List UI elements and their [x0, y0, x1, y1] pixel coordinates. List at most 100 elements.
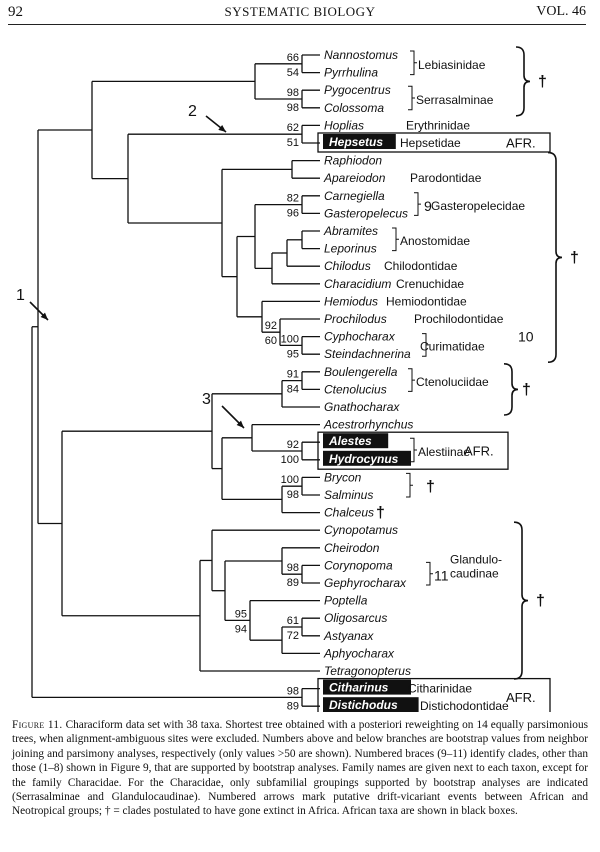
african-taxon-box	[323, 697, 419, 712]
figure-label: Figure 11.	[12, 719, 63, 731]
taxon-label: Abramites	[323, 224, 378, 238]
family-label: Hepsetidae	[400, 136, 461, 150]
brace	[406, 472, 413, 498]
family-label: Crenuchidae	[396, 277, 464, 291]
bootstrap-lower: 95	[287, 348, 299, 360]
taxon-label: Leporinus	[324, 242, 377, 256]
bootstrap-upper: 91	[287, 369, 299, 381]
family-label: Alestiinae	[418, 445, 470, 459]
bootstrap-lower: 96	[287, 208, 299, 220]
arrow-number: 2	[188, 103, 197, 120]
bootstrap-upper: 92	[265, 320, 277, 332]
page-number: 92	[8, 4, 23, 20]
afr-box	[317, 132, 551, 153]
bootstrap-lower: 94	[235, 623, 247, 635]
taxon-label: Alestes	[328, 434, 372, 448]
bootstrap-upper: 95	[235, 608, 247, 620]
bootstrap-lower: 98	[287, 489, 299, 501]
brace	[426, 561, 433, 586]
arrow-head	[236, 420, 244, 428]
taxon-label: Boulengerella	[324, 365, 398, 379]
brace	[408, 85, 415, 111]
brace-lebias	[515, 46, 531, 117]
afr-label: AFR.	[464, 444, 494, 459]
brace	[410, 50, 417, 76]
taxon-label: Gnathocharax	[324, 400, 400, 414]
taxon-label: Brycon	[324, 470, 362, 484]
taxon-label: Colossoma	[324, 101, 384, 115]
figure-caption: Figure 11. Characiform data set with 38 …	[12, 718, 588, 819]
taxon-label: Salminus	[324, 488, 373, 502]
taxon-label: Cynopotamus	[324, 523, 398, 537]
afr-label: AFR.	[506, 690, 536, 705]
taxon-label: Prochilodus	[324, 312, 387, 326]
family-label: Parodontidae	[410, 171, 482, 185]
african-taxon-box	[323, 679, 411, 695]
bootstrap-lower: 98	[287, 102, 299, 114]
volume-label: VOL. 46	[536, 4, 586, 19]
arrow-number: 1	[16, 287, 25, 304]
taxon-label: Carnegiella	[324, 189, 385, 203]
taxon-label: Tetragonopterus	[324, 664, 411, 678]
family-label: Distichodontidae	[420, 699, 509, 712]
taxon-label: Chilodus	[324, 259, 371, 273]
arrow-head	[218, 124, 226, 132]
brace-glandulo	[513, 521, 529, 680]
bootstrap-upper: 92	[287, 439, 299, 451]
taxon-label: Oligosarcus	[324, 611, 387, 625]
extinct-dagger: †	[426, 478, 435, 495]
african-taxon-box	[323, 134, 396, 149]
bootstrap-upper: 66	[287, 52, 299, 64]
family-label: Chilodontidae	[384, 259, 458, 273]
family-label: Erythrinidae	[406, 118, 470, 132]
arrow-head	[40, 312, 48, 320]
taxon-label: Characidium	[324, 277, 391, 291]
brace-big	[547, 151, 563, 363]
extinct-dagger: †	[570, 249, 579, 266]
bootstrap-upper: 61	[287, 615, 299, 627]
taxon-label: Cheirodon	[324, 541, 380, 555]
family-label: Gasteropelecidae	[431, 199, 525, 213]
taxon-label: Chalceus	[324, 506, 374, 520]
family-label: Citharinidae	[408, 682, 472, 696]
brace	[408, 368, 415, 392]
taxon-label: Aphyocharax	[323, 646, 395, 660]
clade-number: 10	[518, 329, 534, 345]
family-label: Prochilodontidae	[414, 312, 504, 326]
brace	[422, 333, 429, 357]
taxon-label: Hoplias	[324, 118, 364, 132]
brace-cten	[503, 363, 519, 416]
arrow-number: 3	[202, 391, 211, 408]
bootstrap-lower: 72	[287, 630, 299, 642]
taxon-label: Raphiodon	[324, 154, 382, 168]
taxon-label: Steindachnerina	[324, 347, 411, 361]
bootstrap-lower: 100	[281, 454, 299, 466]
brace	[392, 227, 399, 252]
brace	[414, 192, 421, 216]
taxon-label: Acestrorhynchus	[323, 418, 413, 432]
taxon-label: Nannostomus	[324, 48, 398, 62]
taxon-label: Distichodus	[329, 698, 398, 712]
extinct-dagger: †	[538, 73, 547, 90]
taxon-label: Corynopoma	[324, 558, 393, 572]
afr-box	[317, 431, 509, 470]
family-label: caudinae	[450, 566, 499, 580]
taxon-label: Hydrocynus	[329, 452, 399, 466]
taxon-label: Cyphocharax	[324, 330, 396, 344]
taxon-label: Apareiodon	[323, 171, 386, 185]
family-label: Serrasalminae	[416, 93, 494, 107]
bootstrap-lower: 89	[287, 700, 299, 712]
taxon-label: Astyanax	[323, 629, 374, 643]
african-taxon-box	[323, 450, 411, 466]
afr-box	[317, 677, 551, 712]
family-label: Glandulo-	[450, 552, 502, 566]
bootstrap-upper: 82	[287, 193, 299, 205]
bootstrap-upper: 62	[287, 122, 299, 134]
african-taxon-box	[323, 433, 389, 449]
caption-text: Characiform data set with 38 taxa. Short…	[12, 719, 588, 818]
extinct-dagger: †	[376, 505, 385, 522]
bootstrap-upper: 98	[287, 562, 299, 574]
bootstrap-lower: 89	[287, 577, 299, 589]
taxon-label: Gephyrocharax	[324, 576, 407, 590]
extinct-dagger: †	[522, 381, 531, 398]
